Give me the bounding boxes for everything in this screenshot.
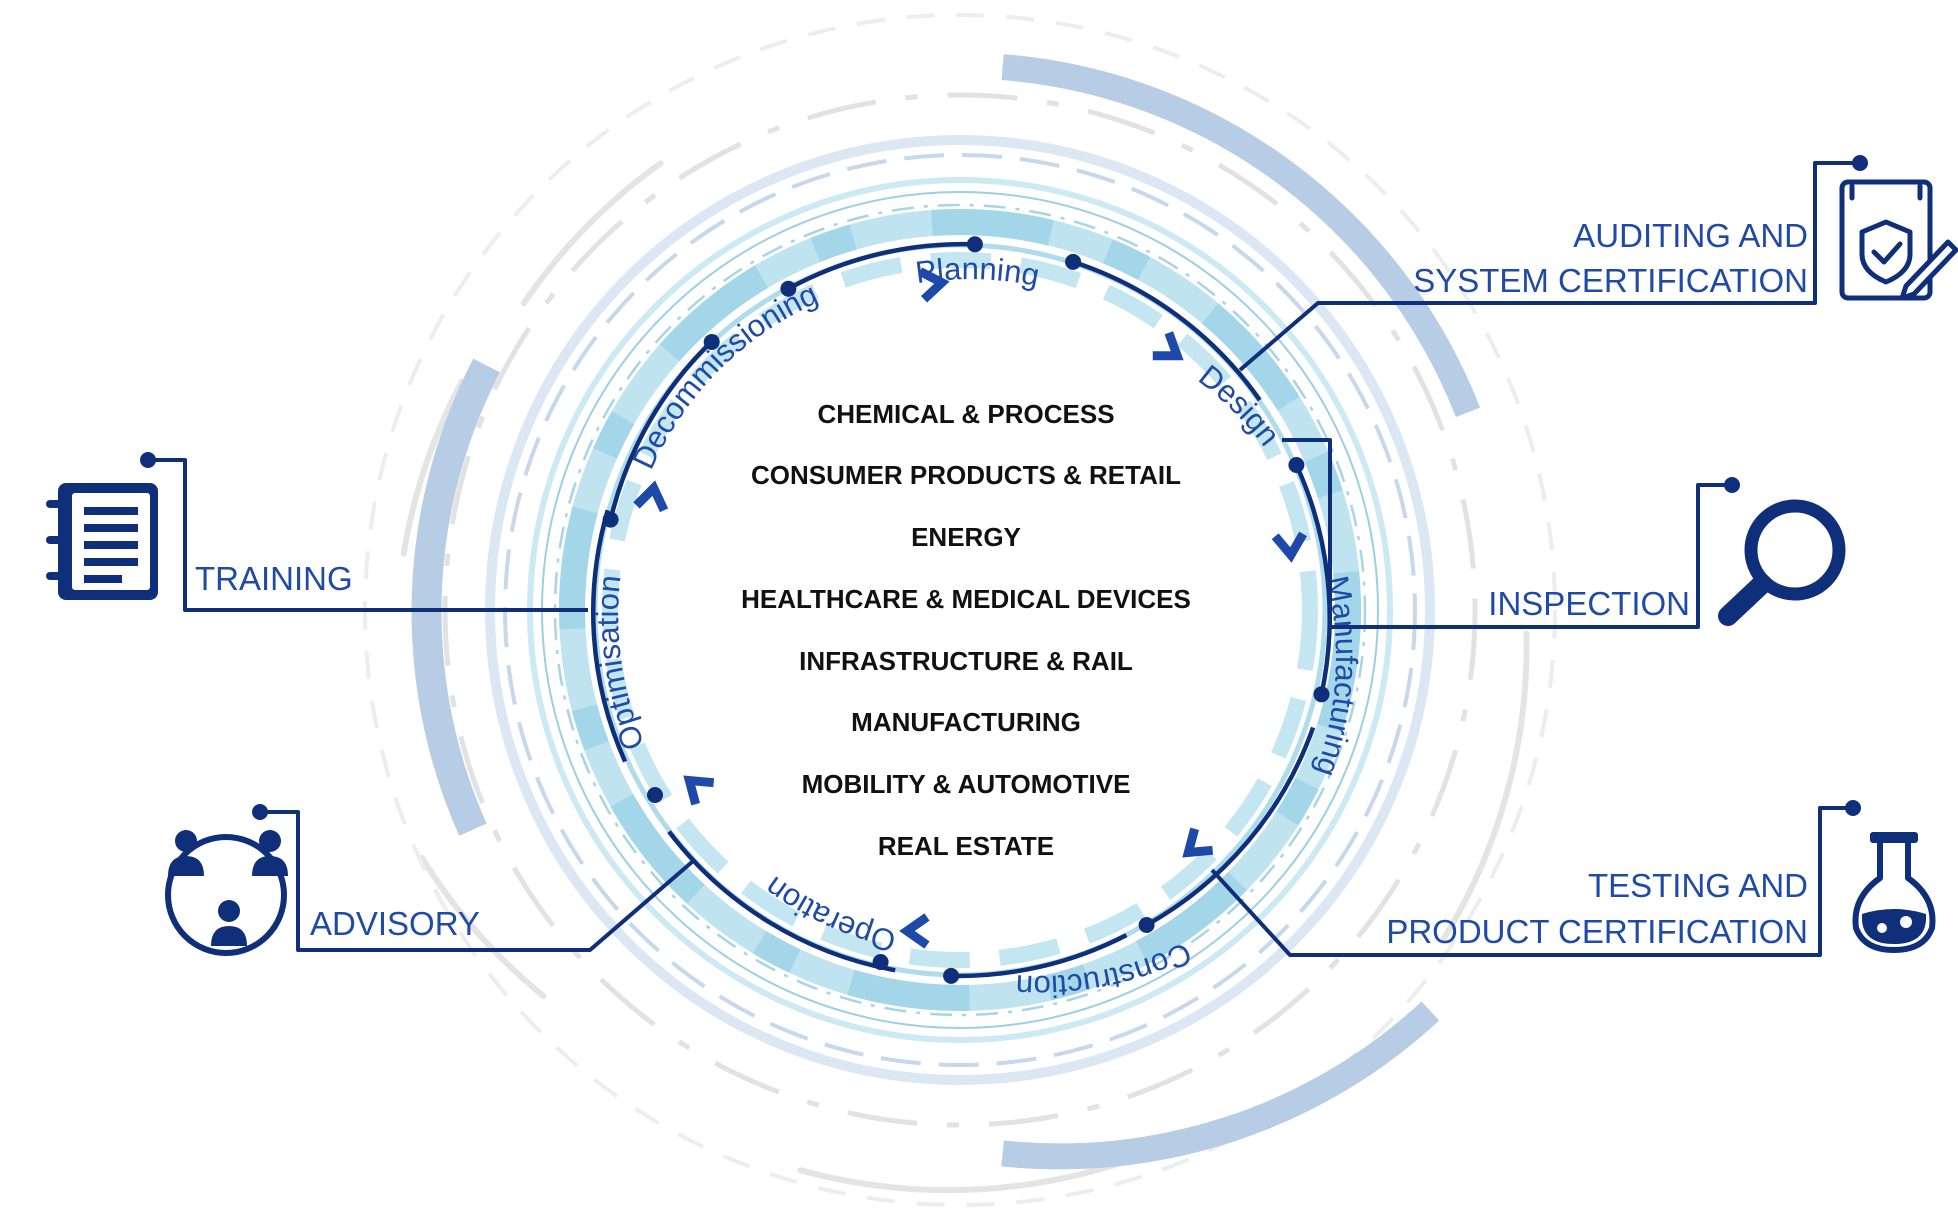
industry-item: MANUFACTURING: [851, 707, 1081, 737]
chevron-icon: [633, 480, 669, 513]
phase-arc-endpoints: [602, 236, 1330, 984]
flow-chevrons: [633, 267, 1307, 949]
service-training: TRAINING: [195, 560, 353, 597]
industry-item: ENERGY: [911, 522, 1021, 552]
chevron-icon: [899, 913, 930, 949]
industry-item: HEALTHCARE & MEDICAL DEVICES: [741, 584, 1191, 614]
service-advisory: ADVISORY: [310, 905, 480, 942]
flask-icon: [1852, 832, 1936, 953]
phase-arcs: [590, 241, 1332, 979]
service-testing-line2: PRODUCT CERTIFICATION: [1386, 913, 1808, 950]
chevron-icon: [1182, 827, 1214, 858]
phase-planning: Planning: [913, 251, 1042, 293]
magnifier-icon: [1718, 499, 1846, 626]
industry-item: CHEMICAL & PROCESS: [817, 399, 1114, 429]
service-auditing-line2: SYSTEM CERTIFICATION: [1413, 262, 1808, 299]
chevron-icon: [683, 775, 715, 806]
industry-item: REAL ESTATE: [878, 831, 1054, 861]
service-testing-line1: TESTING AND: [1588, 867, 1808, 904]
connector-endpoints: [140, 155, 1868, 820]
industry-item: MOBILITY & AUTOMOTIVE: [802, 769, 1131, 799]
industry-item: CONSUMER PRODUCTS & RETAIL: [751, 460, 1181, 490]
chevron-icon: [1271, 531, 1307, 563]
service-auditing-line1: AUDITING AND: [1573, 217, 1808, 254]
industries-list: CHEMICAL & PROCESS CONSUMER PRODUCTS & R…: [741, 399, 1191, 861]
chevron-icon: [1152, 331, 1184, 361]
people-network-icon: [165, 830, 288, 956]
service-inspection: INSPECTION: [1488, 585, 1690, 622]
notebook-icon: [46, 483, 158, 600]
industry-item: INFRASTRUCTURE & RAIL: [799, 646, 1133, 676]
chevron-icon: [918, 267, 950, 303]
service-connectors: [148, 161, 1860, 957]
certificate-check-icon: [1839, 179, 1958, 301]
